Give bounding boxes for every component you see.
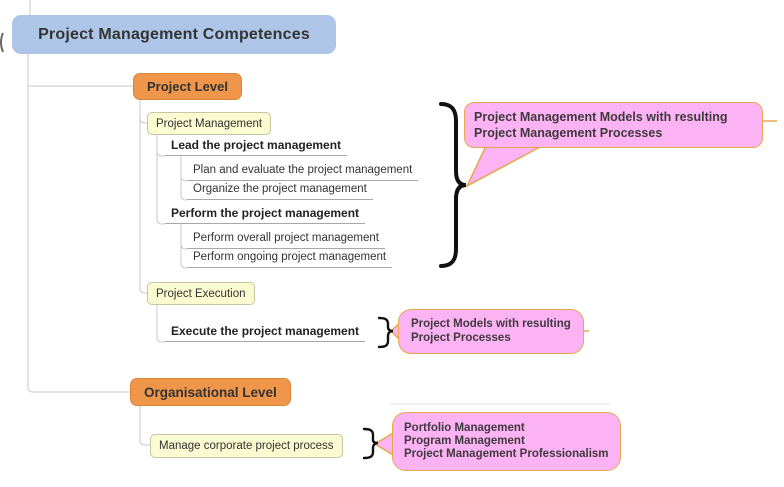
root-node[interactable]: Project Management Competences — [12, 15, 336, 54]
edge-pm-to-lead — [156, 133, 165, 157]
brace-small-execute-icon — [377, 316, 394, 349]
node-project-level[interactable]: Project Level — [133, 73, 242, 100]
node-organize[interactable]: Organize the project management — [187, 182, 373, 200]
callout-pm-models[interactable]: Project Management Models with resulting… — [464, 102, 763, 148]
node-project-management[interactable]: Project Management — [147, 112, 272, 135]
node-execute-the-project-management[interactable]: Execute the project management — [165, 324, 366, 342]
callout-tail-pm-models — [465, 145, 543, 188]
node-lead-the-project-management[interactable]: Lead the project management — [165, 138, 348, 156]
brace-small-manage-icon — [362, 427, 379, 460]
node-perform-overall[interactable]: Perform overall project management — [187, 231, 385, 249]
callout-org-items[interactable]: Portfolio Management Program Management … — [392, 412, 621, 471]
node-perform-ongoing[interactable]: Perform ongoing project management — [187, 250, 393, 268]
left-edge-arc — [0, 32, 4, 53]
edge-pm-to-perform — [156, 133, 165, 225]
callout-project-models[interactable]: Project Models with resulting Project Pr… — [398, 309, 584, 354]
node-perform-the-project-management[interactable]: Perform the project management — [165, 206, 366, 224]
edge-pe-to-execute — [156, 303, 165, 343]
edge-projectlevel-to-pm — [139, 98, 147, 124]
edge-projectlevel-to-pe — [139, 98, 147, 294]
edge-orglevel-to-manage — [139, 404, 150, 446]
node-plan-and-evaluate[interactable]: Plan and evaluate the project management — [187, 163, 419, 181]
brace-large-icon — [439, 102, 467, 268]
callout-line: Project Management Processes — [474, 126, 663, 140]
callout-line: Project Management Models with resulting — [474, 110, 728, 124]
node-manage-corporate-project-process[interactable]: Manage corporate project process — [150, 434, 343, 458]
node-organisational-level[interactable]: Organisational Level — [130, 378, 291, 406]
callout-line: Program Management — [404, 435, 525, 447]
node-project-execution[interactable]: Project Execution — [147, 282, 255, 305]
callout-line: Project Management Professionalism — [404, 448, 609, 460]
edge-root-to-org-level — [27, 54, 130, 393]
callout-line: Project Models with resulting — [411, 318, 571, 330]
callout-line: Project Processes — [411, 331, 511, 344]
callout-line: Portfolio Management — [404, 422, 525, 434]
